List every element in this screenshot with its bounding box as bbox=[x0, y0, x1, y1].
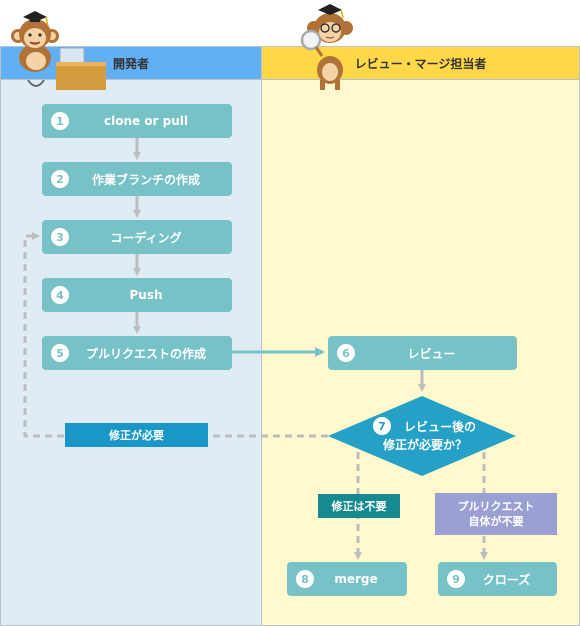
step-number: 9 bbox=[447, 570, 465, 588]
step-label: レビュー bbox=[407, 346, 456, 361]
step-merge: 8 merge bbox=[287, 562, 407, 596]
step-number: 8 bbox=[296, 570, 314, 588]
step-coding: 3 コーディング bbox=[42, 220, 232, 254]
step-label: クローズ bbox=[482, 572, 531, 587]
step-review: 6 レビュー bbox=[328, 336, 517, 370]
decision-line-1: レビュー後の bbox=[403, 420, 476, 434]
developer-monkey-icon bbox=[11, 11, 106, 90]
step-label: コーディング bbox=[110, 230, 182, 245]
decision-line-2: 修正が必要か？ bbox=[382, 438, 467, 452]
step-number: 2 bbox=[51, 170, 69, 188]
step-push: 4 Push bbox=[42, 278, 232, 312]
decision-label-2: 修正が必要か？ bbox=[370, 436, 480, 454]
step-number: 5 bbox=[51, 344, 69, 362]
step-label: Push bbox=[129, 288, 163, 302]
step-close: 9 クローズ bbox=[438, 562, 557, 596]
tag-no-fix-needed: 修正は不要 bbox=[318, 494, 400, 518]
step-label: clone or pull bbox=[103, 114, 189, 128]
step-number: 1 bbox=[51, 112, 69, 130]
tag-needs-fix: 修正が必要 bbox=[65, 423, 208, 447]
decision-diamond bbox=[328, 396, 516, 476]
step-number: 3 bbox=[51, 228, 69, 246]
decision-label: レビュー後の bbox=[395, 418, 485, 436]
step-clone-or-pull: 1 clone or pull bbox=[42, 104, 232, 138]
decision-number: 7 bbox=[373, 417, 391, 435]
step-number: 4 bbox=[51, 286, 69, 304]
step-label: 作業ブランチの作成 bbox=[91, 172, 200, 187]
reviewer-monkey-icon bbox=[300, 4, 353, 90]
step-create-pull-request: 5 プルリクエストの作成 bbox=[42, 336, 232, 370]
step-number: 6 bbox=[337, 344, 355, 362]
step-create-branch: 2 作業ブランチの作成 bbox=[42, 162, 232, 196]
step-label: merge bbox=[334, 572, 378, 586]
tag-pr-not-needed-line-2: 自体が不要 bbox=[468, 515, 524, 528]
tag-pr-not-needed-line-1: プルリクエスト bbox=[457, 500, 535, 513]
loop-back-dashed bbox=[23, 232, 328, 438]
tag-pr-not-needed: プルリクエスト 自体が不要 bbox=[435, 493, 557, 535]
step-label: プルリクエストの作成 bbox=[85, 346, 206, 361]
